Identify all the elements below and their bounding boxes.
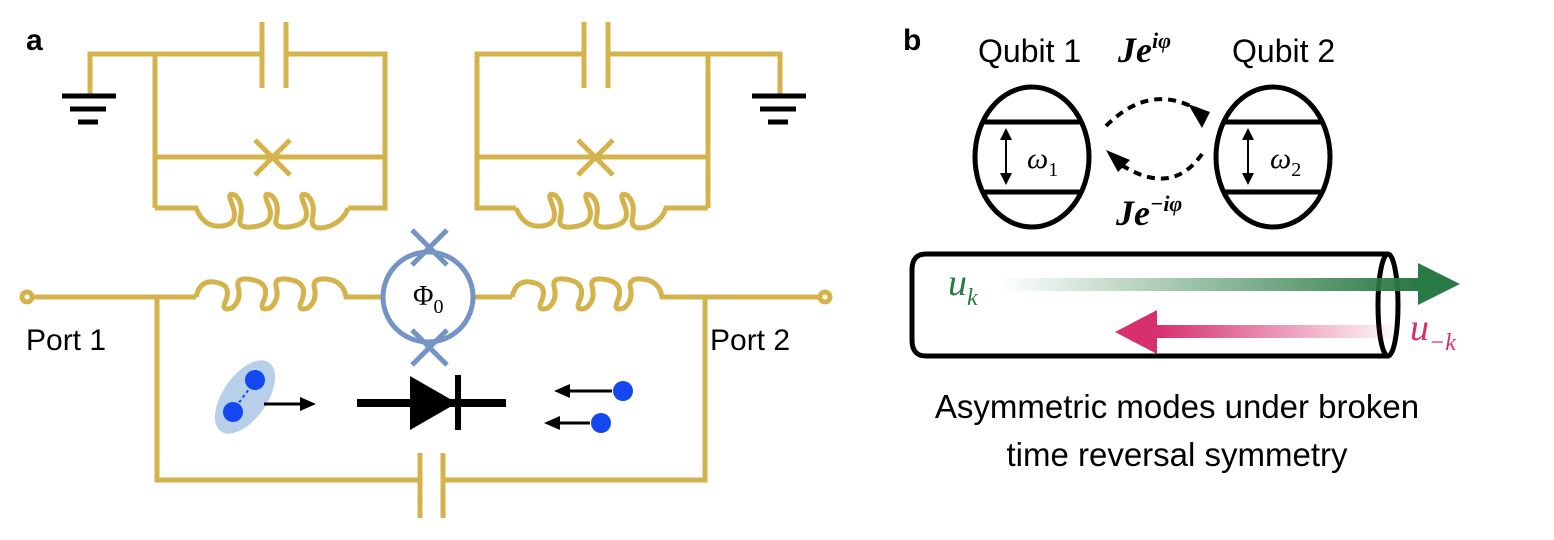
omega2-label: ω2 — [1270, 142, 1301, 181]
coupling-arrow-forward — [1104, 97, 1200, 128]
port1-terminal — [19, 289, 35, 305]
coupler-circuit — [19, 276, 833, 518]
backward-mode-arrow — [1115, 310, 1402, 354]
panel-b-label: b — [903, 24, 921, 57]
arrowhead-icon — [1106, 150, 1130, 172]
quasiparticles-icon — [544, 381, 633, 433]
caption-line-2: time reversal symmetry — [1006, 436, 1348, 473]
inductor — [193, 276, 383, 312]
forward-mode-arrow — [1000, 263, 1460, 305]
qubit1-icon — [972, 84, 1092, 230]
ground-icon-left — [62, 93, 116, 125]
left-qubit-circuit — [87, 22, 388, 231]
forward-mode-label: uk — [948, 262, 978, 311]
caption-line-1: Asymmetric modes under broken — [935, 388, 1419, 425]
port2-label: Port 2 — [710, 324, 790, 357]
diode-icon — [357, 375, 506, 430]
coupling-arrows — [1104, 97, 1204, 181]
cooper-pair-icon — [214, 360, 316, 434]
coupling-top-label: Jeiφ — [1117, 28, 1171, 70]
omega1-label: ω1 — [1027, 142, 1058, 181]
qubit1-label: Qubit 1 — [978, 33, 1081, 69]
squid-loop — [380, 228, 476, 367]
backward-mode-label: u−k — [1410, 307, 1456, 356]
arrowhead-icon — [1188, 104, 1210, 128]
coupling-bottom-label: Je−iφ — [1115, 191, 1182, 233]
inductor — [509, 276, 820, 312]
inductor — [513, 191, 708, 231]
waveguide-icon — [909, 251, 1401, 359]
flux-label: Φ0 — [413, 281, 443, 318]
port1-label: Port 1 — [26, 324, 106, 357]
qubit2-label: Qubit 2 — [1232, 33, 1335, 69]
inductor — [155, 191, 351, 231]
energy-gap-arrow-1 — [1000, 128, 1012, 185]
right-qubit-circuit — [474, 22, 783, 231]
qubit2-icon — [1213, 84, 1333, 230]
energy-gap-arrow-2 — [1242, 128, 1254, 185]
coupling-arrow-backward — [1112, 152, 1204, 181]
port2-terminal — [817, 289, 833, 305]
ground-icon-right — [752, 93, 806, 125]
panel-a-label: a — [26, 24, 43, 57]
